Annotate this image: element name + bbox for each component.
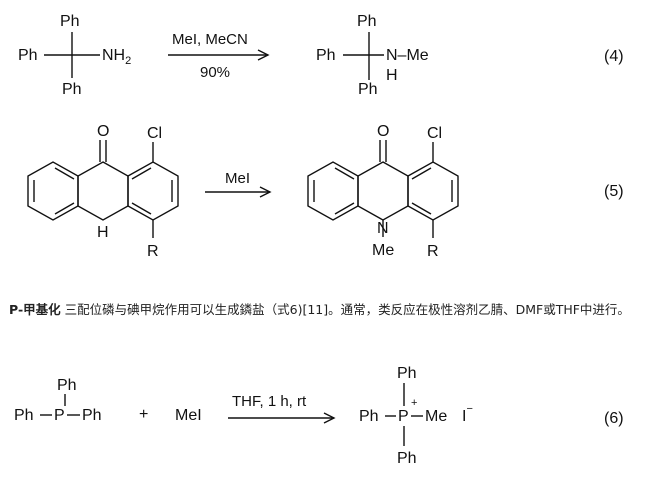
r5-reactant-o: O [97, 123, 109, 140]
r5-product-n: N [377, 220, 389, 237]
r6-prod-ph-bottom: Ph [397, 450, 417, 467]
r4-nh2: NH2 [102, 47, 131, 67]
r4-ph-top: Ph [60, 13, 80, 30]
r6-prod-charge: + [411, 397, 417, 409]
r4-prod-ph-bottom: Ph [358, 81, 378, 98]
r5-reactant-h: H [97, 224, 109, 241]
r4-arrow-head [257, 49, 270, 61]
paragraph-heading: P-甲基化 [9, 302, 61, 317]
r6-mei: MeI [175, 407, 202, 424]
r6-prod-p: P [398, 408, 409, 425]
r4-ph-bottom: Ph [62, 81, 82, 98]
paragraph-text: 三配位磷与碘甲烷作用可以生成鏻盐（式6)[11]。通常，类反应在极性溶剂乙腈、D… [60, 302, 630, 317]
r5-reagent: MeI [225, 170, 250, 187]
r4-ph-left: Ph [18, 47, 38, 64]
reaction-6-scheme: Ph Ph P Ph + MeI THF, 1 h, rt Ph Ph P + … [14, 365, 624, 467]
r6-ph-left: Ph [14, 407, 34, 424]
r6-ph-right: Ph [82, 407, 102, 424]
r4-prod-n-me: N–Me [386, 47, 429, 64]
r4-yield: 90% [200, 64, 230, 81]
r6-reagent: THF, 1 h, rt [232, 393, 307, 410]
r5-product-me: Me [372, 242, 394, 259]
r4-prod-ph-top: Ph [357, 13, 377, 30]
reaction-4-scheme: Ph Ph Ph NH2 MeI, MeCN 90% Ph Ph Ph N–Me… [18, 13, 624, 98]
r6-ph-top: Ph [57, 377, 77, 394]
r6-plus: + [139, 406, 148, 423]
r4-prod-ph-left: Ph [316, 47, 336, 64]
r5-equation-number: (5) [604, 183, 624, 200]
r6-equation-number: (6) [604, 410, 624, 427]
r5-product-r: R [427, 243, 439, 260]
r4-reagent: MeI, MeCN [172, 31, 248, 48]
r5-product-o: O [377, 123, 389, 140]
r5-product-cl: Cl [427, 125, 442, 142]
r4-prod-h: H [386, 67, 398, 84]
r5-product-structure [307, 140, 459, 238]
r6-prod-iodide: I− [462, 403, 473, 425]
r6-p: P [54, 407, 65, 424]
r5-reactant-r: R [147, 243, 159, 260]
r6-arrow-head [323, 412, 336, 424]
r6-prod-ph-left: Ph [359, 408, 379, 425]
reaction-5-scheme: O Cl H R MeI O Cl N Me R (5) [27, 123, 624, 260]
r4-equation-number: (4) [604, 48, 624, 65]
r5-reactant-structure [27, 140, 179, 238]
r5-arrow-head [259, 186, 272, 198]
r5-reactant-cl: Cl [147, 125, 162, 142]
body-paragraph: P-甲基化 三配位磷与碘甲烷作用可以生成鏻盐（式6)[11]。通常，类反应在极性… [9, 298, 639, 321]
r6-prod-ph-top: Ph [397, 365, 417, 382]
r6-prod-me: Me [425, 408, 447, 425]
